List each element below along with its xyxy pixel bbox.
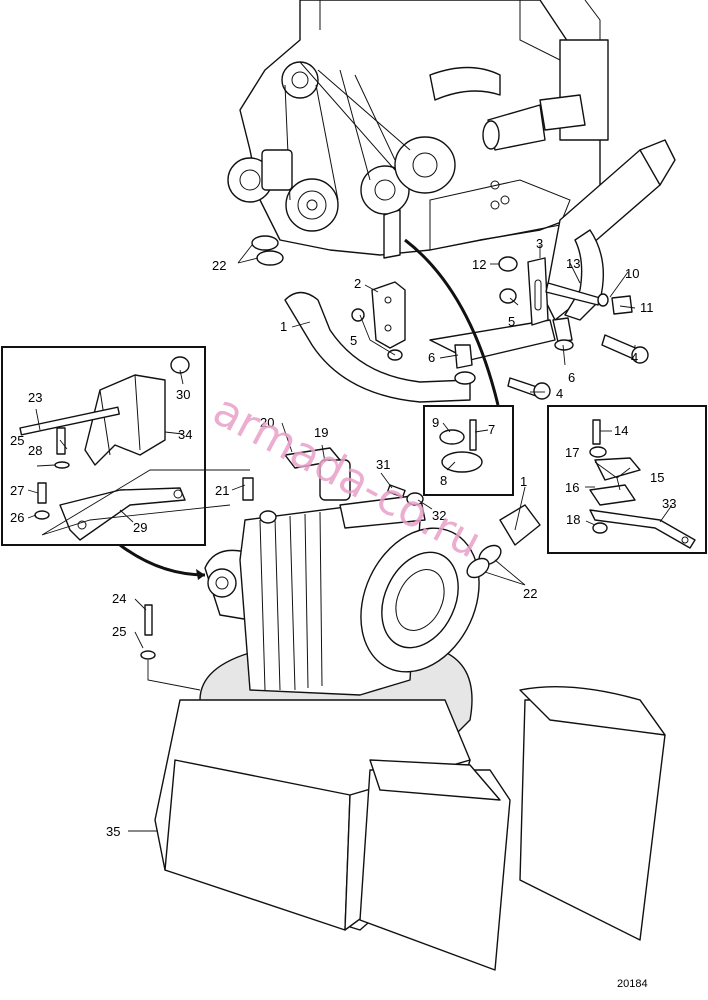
callout-4-lower: 4 bbox=[556, 386, 563, 401]
callout-27: 27 bbox=[10, 483, 24, 498]
figure-number: 20184 bbox=[617, 978, 648, 990]
callout-22-upper: 22 bbox=[212, 258, 226, 273]
callout-25-lower: 25 bbox=[112, 624, 126, 639]
bracket bbox=[371, 209, 406, 349]
callout-30: 30 bbox=[176, 387, 190, 402]
support-bracket bbox=[498, 256, 649, 400]
engine-block bbox=[227, 0, 676, 321]
callout-10: 10 bbox=[625, 266, 639, 281]
callout-23: 23 bbox=[28, 390, 42, 405]
callout-4-upper: 4 bbox=[631, 350, 638, 365]
callout-31: 31 bbox=[376, 457, 390, 472]
detail-box-middle bbox=[423, 405, 514, 496]
callout-9: 9 bbox=[432, 415, 439, 430]
leader-lines bbox=[27, 244, 673, 832]
callout-29: 29 bbox=[133, 520, 147, 535]
callout-33: 33 bbox=[662, 496, 676, 511]
hose-clamps bbox=[251, 235, 574, 385]
callout-7: 7 bbox=[488, 422, 495, 437]
callout-14: 14 bbox=[614, 423, 628, 438]
callout-5-right: 5 bbox=[508, 314, 515, 329]
callout-2: 2 bbox=[354, 276, 361, 291]
detail-box-right bbox=[547, 405, 707, 554]
callout-18: 18 bbox=[566, 512, 580, 527]
clamp-assembly bbox=[589, 419, 696, 549]
callout-17: 17 bbox=[565, 445, 579, 460]
callout-35: 35 bbox=[106, 824, 120, 839]
callout-21: 21 bbox=[215, 483, 229, 498]
callout-28: 28 bbox=[28, 443, 42, 458]
callout-34: 34 bbox=[178, 427, 192, 442]
bracket-assembly bbox=[19, 356, 190, 541]
callout-11: 11 bbox=[640, 300, 654, 315]
callout-13: 13 bbox=[566, 256, 580, 271]
callout-labels: 1 1 2 3 4 4 5 5 6 6 7 8 9 10 11 12 13 14… bbox=[10, 236, 676, 839]
mounting-stand bbox=[154, 685, 666, 971]
callout-5-left: 5 bbox=[350, 333, 357, 348]
callout-25-box: 25 bbox=[10, 433, 24, 448]
callout-6-left: 6 bbox=[428, 350, 435, 365]
callout-24: 24 bbox=[112, 591, 126, 606]
callout-32: 32 bbox=[432, 508, 446, 523]
callout-16: 16 bbox=[565, 480, 579, 495]
callout-12: 12 bbox=[472, 257, 486, 272]
callout-8: 8 bbox=[440, 473, 447, 488]
gasket-fitting bbox=[439, 419, 483, 473]
callout-6-right: 6 bbox=[568, 370, 575, 385]
callout-1-hose-lower: 1 bbox=[520, 474, 527, 489]
callout-22-lower: 22 bbox=[523, 586, 537, 601]
callout-26: 26 bbox=[10, 510, 24, 525]
callout-19: 19 bbox=[314, 425, 328, 440]
callout-1-hose: 1 bbox=[280, 319, 287, 334]
callout-15: 15 bbox=[650, 470, 664, 485]
callout-3: 3 bbox=[536, 236, 543, 251]
callout-20: 20 bbox=[260, 415, 274, 430]
